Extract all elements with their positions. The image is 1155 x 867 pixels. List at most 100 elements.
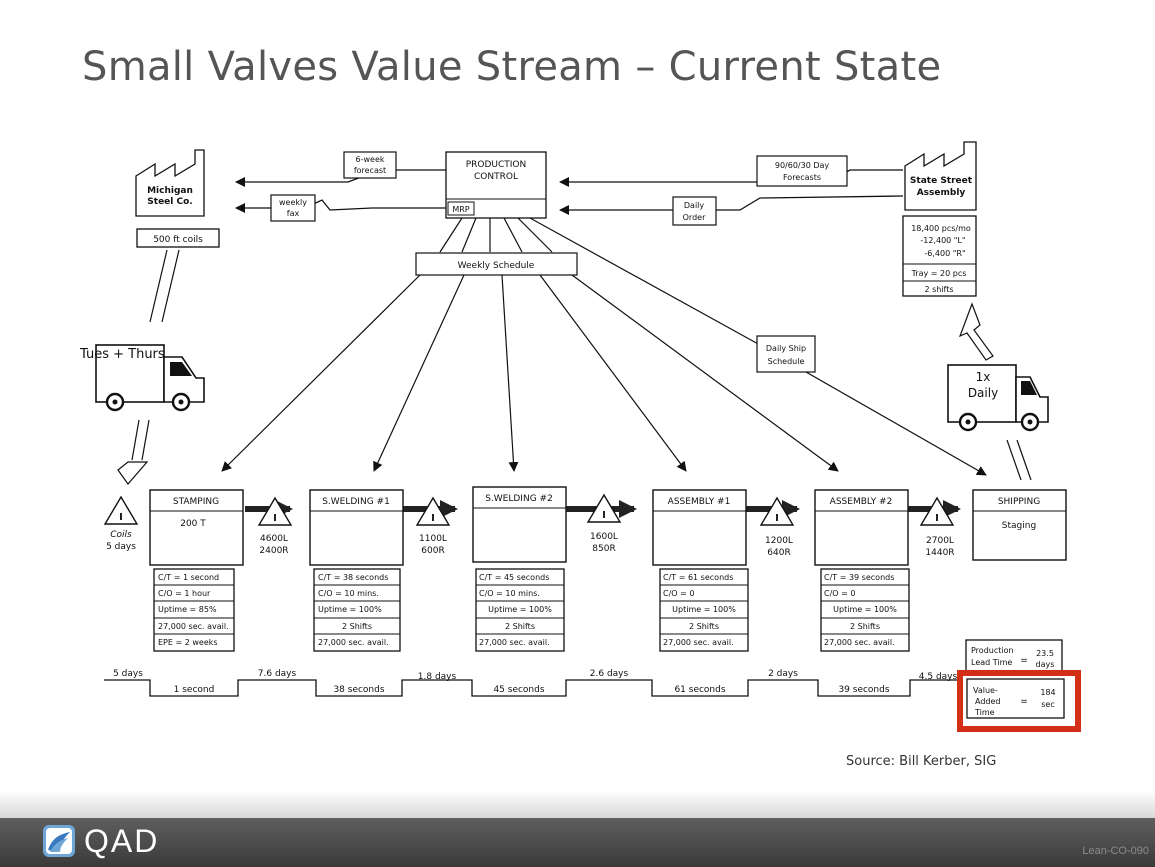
lead-time-value-line2: days (1036, 660, 1055, 669)
process-box-weld2 (472, 486, 567, 563)
footer-brand: QAD (84, 823, 160, 859)
value-added-box (966, 678, 1065, 719)
customer-name-line2: Assembly (917, 188, 966, 198)
data-row: Uptime = 100% (672, 605, 736, 614)
inventory-symbol: I (602, 510, 606, 521)
daily-ship-line2: Schedule (768, 357, 805, 366)
daily-order-flow-arrow (559, 195, 904, 215)
data-row: C/T = 61 seconds (663, 573, 733, 582)
forecast-6wk-line1: 6-week (356, 155, 385, 164)
weekly-fax-flow-arrow (235, 199, 446, 213)
forecasts-flow-arrow (559, 169, 903, 187)
process-subtitle: 200 T (180, 519, 206, 529)
data-row: 2 Shifts (505, 622, 535, 631)
data-box-weld1 (313, 568, 401, 652)
inventory-label-line2: 600R (421, 546, 444, 556)
inventory-label-line1: 1100L (419, 534, 447, 544)
production-control-title-line1: PRODUCTION (466, 160, 527, 170)
customer-data-box (902, 215, 977, 297)
inventory-symbol: I (273, 513, 277, 524)
process-name: S.WELDING #2 (485, 494, 553, 504)
supplier-factory-icon (135, 149, 205, 217)
weekly-fax-line2: fax (287, 209, 300, 218)
inventory-icon: I (919, 496, 955, 526)
customer-demand-line1: 18,400 pcs/mo (911, 224, 971, 233)
customer-tray: Tray = 20 pcs (911, 269, 967, 278)
customer-name-line1: State Street (910, 176, 973, 186)
data-row: EPE = 2 weeks (158, 638, 218, 647)
supplier-coils-label: 500 ft coils (153, 235, 203, 245)
data-row: C/T = 1 second (158, 573, 219, 582)
inventory-label-line2: 1440R (925, 548, 954, 558)
schedule-arrow-assy2 (571, 274, 839, 472)
data-row: 27,000 sec. avail. (663, 638, 734, 647)
process-name: SHIPPING (998, 497, 1040, 507)
inventory-icon: I (103, 495, 139, 525)
customer-shifts: 2 shifts (924, 285, 953, 294)
data-box-assy1 (659, 568, 749, 652)
lead-time-equals: = (1020, 656, 1028, 666)
footer-bar: QAD Lean-CO-090 (0, 818, 1155, 867)
value-stream-map: Michigan Steel Co. 500 ft coils PRODUCTI… (79, 141, 1081, 732)
inventory-icon: I (759, 496, 795, 526)
process-box-weld1 (309, 489, 404, 566)
inventory-icon: I (257, 496, 293, 526)
schedule-arrow-weld2 (501, 274, 519, 472)
inventory-symbol: I (119, 512, 123, 523)
outbound-truck-icon (947, 364, 1049, 432)
supplier-name-line2: Steel Co. (147, 197, 192, 207)
timeline-seconds: 45 seconds (493, 685, 544, 695)
data-row: 27,000 sec. avail. (824, 638, 895, 647)
data-row: Uptime = 85% (158, 605, 217, 614)
data-box-assy2 (820, 568, 910, 652)
qad-logo-icon (43, 825, 75, 857)
schedule-arrow-weld1 (373, 274, 465, 472)
inventory-symbol: I (935, 513, 939, 524)
data-row: Uptime = 100% (318, 605, 382, 614)
forecasts-line1: 90/60/30 Day (775, 161, 830, 170)
process-name: STAMPING (173, 497, 219, 507)
process-box-assy2 (814, 489, 909, 566)
process-box-assy1 (652, 489, 747, 566)
process-box-stamping (149, 489, 244, 566)
process-name: ASSEMBLY #2 (830, 497, 893, 507)
data-row: 2 Shifts (850, 622, 880, 631)
daily-order-line2: Order (683, 213, 706, 222)
outbound-shipment-line2: Daily (968, 386, 998, 400)
data-row: Uptime = 100% (488, 605, 552, 614)
inbound-shipment-label: Tues + Thurs (79, 347, 165, 362)
timeline-days: 2 days (768, 669, 798, 679)
daily-order-line1: Daily (684, 201, 705, 210)
data-row: 27,000 sec. avail. (158, 622, 229, 631)
inventory-label-line2: 850R (592, 544, 615, 554)
slide-title: Small Valves Value Stream – Current Stat… (82, 44, 942, 90)
process-subtitle: Staging (1002, 521, 1036, 531)
footer-fade (0, 790, 1155, 818)
inventory-label-line1: 1200L (765, 536, 793, 546)
forecasts-line2: Forecasts (783, 173, 821, 182)
inbound-push-arrow (117, 461, 149, 485)
mrp-label: MRP (452, 205, 469, 214)
timeline-days: 7.6 days (258, 669, 297, 679)
timeline-days: 5 days (113, 669, 143, 679)
lead-time-label-line2: Lead Time (971, 658, 1012, 667)
process-name: ASSEMBLY #1 (668, 497, 731, 507)
data-row: C/O = 10 mins. (479, 589, 540, 598)
inventory-label-line2: 5 days (106, 542, 136, 552)
process-box-shipping (972, 489, 1067, 561)
footer-code: Lean-CO-090 (1082, 845, 1149, 857)
outbound-shipment-line1: 1x (976, 370, 991, 384)
data-row: 2 Shifts (342, 622, 372, 631)
forecast-6wk-line2: forecast (354, 166, 386, 175)
customer-demand-line2: -12,400 "L" (920, 236, 965, 245)
timeline-seconds: 38 seconds (333, 685, 384, 695)
inventory-label-line1: Coils (110, 530, 132, 540)
lead-time-value-line1: 23.5 (1036, 649, 1054, 658)
data-row: C/O = 10 mins. (318, 589, 379, 598)
supplier-name-line1: Michigan (147, 186, 193, 196)
data-row: C/O = 1 hour (158, 589, 211, 598)
production-control-title-line2: CONTROL (474, 172, 518, 182)
forecast-flow-arrow (235, 169, 446, 187)
inventory-label-line1: 4600L (260, 534, 288, 544)
inventory-symbol: I (431, 513, 435, 524)
